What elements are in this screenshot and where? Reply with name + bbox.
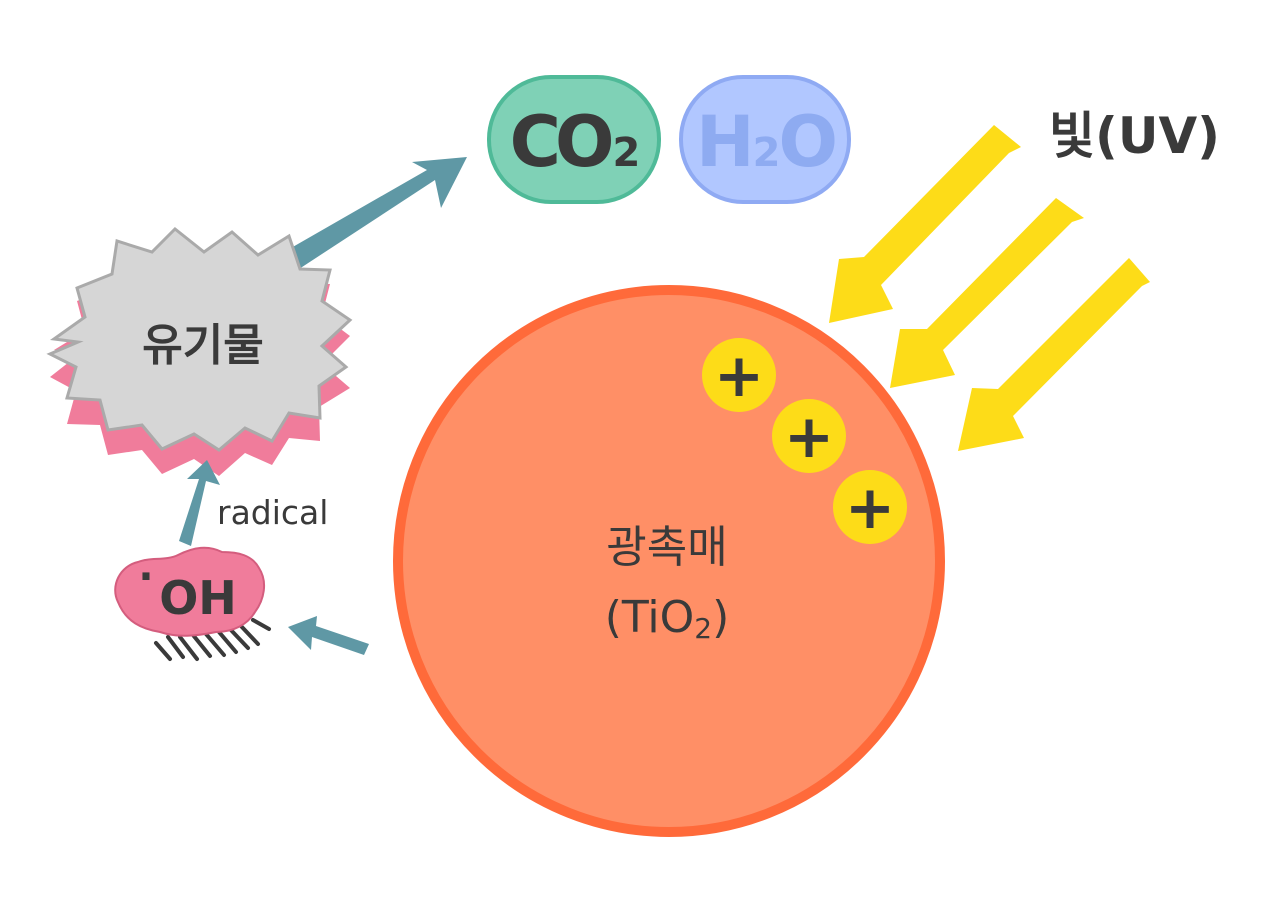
hole-1: + <box>702 338 776 412</box>
arrow-catalyst-to-oh <box>288 616 369 655</box>
catalyst-formula-subscript: 2 <box>694 612 712 645</box>
hole-3: + <box>833 470 907 544</box>
uv-arrow-2 <box>890 198 1084 388</box>
catalyst-formula-close: ) <box>712 592 729 643</box>
hole-2-symbol: + <box>784 402 834 472</box>
catalyst-formula-open: (TiO <box>605 592 695 643</box>
uv-arrow-3 <box>958 258 1150 451</box>
hole-3-symbol: + <box>845 473 895 543</box>
h2o-pill <box>679 75 851 204</box>
oh-dot: · <box>138 554 153 600</box>
uv-arrow-1 <box>829 125 1021 323</box>
co2-main: CO <box>510 101 611 183</box>
co2-pill <box>487 75 661 204</box>
co2-subscript: 2 <box>613 130 638 176</box>
hole-2: + <box>772 399 846 473</box>
oh-label: OH <box>159 571 237 625</box>
oh-motion-lines <box>154 618 271 661</box>
hole-1-symbol: + <box>714 341 764 411</box>
catalyst-name: 광촉매 <box>606 522 727 573</box>
uv-light-label: 빛(UV) <box>1049 107 1220 165</box>
h2o-subscript: 2 <box>753 130 778 176</box>
oh-blob <box>114 546 266 637</box>
arrow-organic-to-products <box>284 157 467 271</box>
organic-burst <box>46 226 353 452</box>
h2o-main-o: O <box>778 101 834 183</box>
h2o-main-h: H <box>696 101 749 183</box>
radical-label: radical <box>217 493 328 532</box>
catalyst-formula: (TiO2) <box>605 592 730 645</box>
organic-label: 유기물 <box>142 320 263 371</box>
arrow-oh-to-organic <box>179 460 220 546</box>
